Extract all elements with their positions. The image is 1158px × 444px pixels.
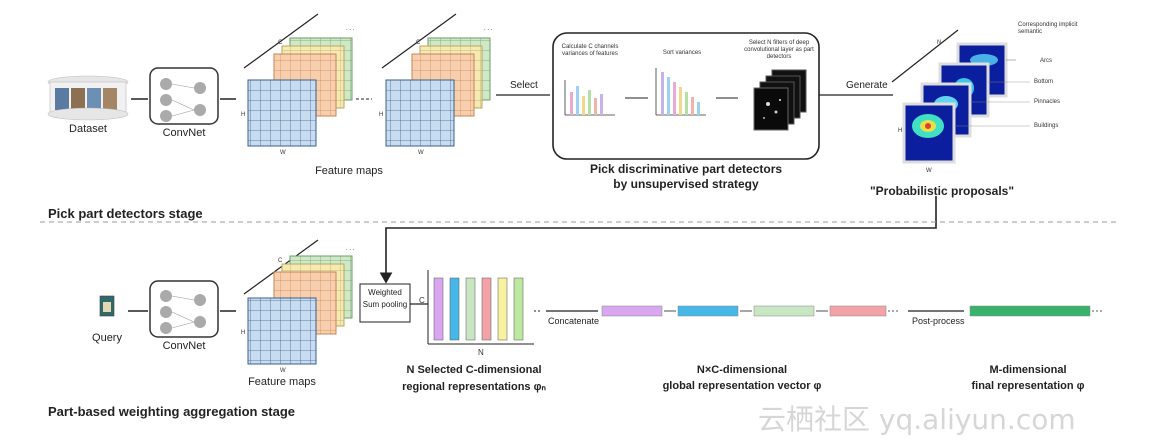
concatenate-label: Concatenate (548, 316, 600, 326)
probabilistic-proposals-stack (891, 29, 1008, 164)
proposals-label: "Probabilistic proposals" (869, 184, 1015, 198)
dim-n-proposals: N (937, 40, 942, 46)
semantic-heading: Corresponding implicit semantic (1018, 22, 1078, 35)
global-caption-line2: global representation vector φ (662, 380, 822, 392)
part-detector-filters-icon (753, 69, 807, 131)
svg-text:. . .: . . . (346, 26, 355, 32)
convnet-top-icon (149, 67, 219, 125)
dim-c-top-2: C (416, 40, 421, 46)
dim-w-proposals: W (926, 168, 932, 174)
dim-c-regional: C (419, 296, 425, 305)
final-representation-vector (969, 305, 1091, 317)
dim-n-regional: N (478, 348, 484, 357)
bottom-stage-title: Part-based weighting aggregation stage (48, 404, 296, 419)
convnet-bottom-icon (149, 280, 219, 338)
query-image-icon (99, 295, 115, 317)
dim-w-bottom: W (280, 368, 286, 374)
feature-map-cube-top-1 (243, 13, 353, 147)
final-caption-line2: final representation φ (971, 380, 1085, 392)
dim-c-top-1: C (278, 40, 283, 46)
weighted-label-line2: Sum pooling (362, 300, 408, 309)
pick-caption-line2: by unsupervised strategy (613, 177, 759, 191)
pick-caption-line1: Pick discriminative part detectors (589, 162, 783, 176)
top-stage-title: Pick part detectors stage (48, 206, 203, 221)
sorted-variance-chart-icon (655, 68, 706, 116)
regional-caption-line1: N Selected C-dimensional (406, 364, 542, 376)
global-caption-line1: N×C-dimensional (696, 364, 788, 376)
feature-map-cube-top-2 (381, 13, 491, 147)
query-label: Query (92, 332, 122, 344)
dim-c-bottom: C (278, 258, 283, 264)
variance-chart-icon (564, 80, 615, 116)
weighted-sum-pooling-box (359, 283, 411, 323)
semantic-item-bottom: Bottom (1034, 79, 1054, 85)
convnet-bottom-label: ConvNet (162, 340, 206, 352)
step1-label: Calculate C channels variances of featur… (561, 44, 619, 57)
dim-h-proposals: H (898, 128, 903, 134)
feature-maps-bottom-label: Feature maps (248, 376, 316, 388)
select-label: Select (510, 80, 538, 91)
weighted-label-line1: Weighted (368, 288, 402, 297)
semantic-item-buildings: Buildings (1034, 123, 1059, 129)
svg-text:. . .: . . . (484, 26, 493, 32)
postprocess-label: Post-process (912, 316, 965, 326)
dataset-label: Dataset (69, 123, 107, 135)
dim-h-top-2: H (379, 112, 384, 118)
watermark: 云栖社区 yq.aliyun.com (758, 403, 1076, 436)
regional-representation-bars (427, 270, 534, 345)
dim-h-bottom: H (241, 330, 246, 336)
dim-w-top-2: W (418, 150, 424, 156)
semantic-item-arcs: Arcs (1040, 58, 1052, 64)
global-representation-vector (601, 305, 887, 317)
generate-label: Generate (846, 80, 888, 91)
svg-text:. . .: . . . (346, 246, 355, 252)
dim-h-top-1: H (241, 112, 246, 118)
feature-maps-top-label: Feature maps (315, 165, 383, 177)
stage-connector-arrow (379, 196, 937, 284)
semantic-item-pinnacles: Pinnacles (1034, 99, 1061, 105)
step2-label: Sort variances (662, 50, 702, 56)
dataset-icon (47, 75, 129, 121)
convnet-top-label: ConvNet (162, 127, 206, 139)
step3-label: Select N filters of deep convolutional l… (744, 40, 814, 60)
final-caption-line1: M-dimensional (989, 364, 1067, 376)
dim-w-top-1: W (280, 150, 286, 156)
feature-map-cube-bottom (243, 239, 353, 365)
regional-caption-line2: regional representations φₙ (402, 381, 546, 393)
